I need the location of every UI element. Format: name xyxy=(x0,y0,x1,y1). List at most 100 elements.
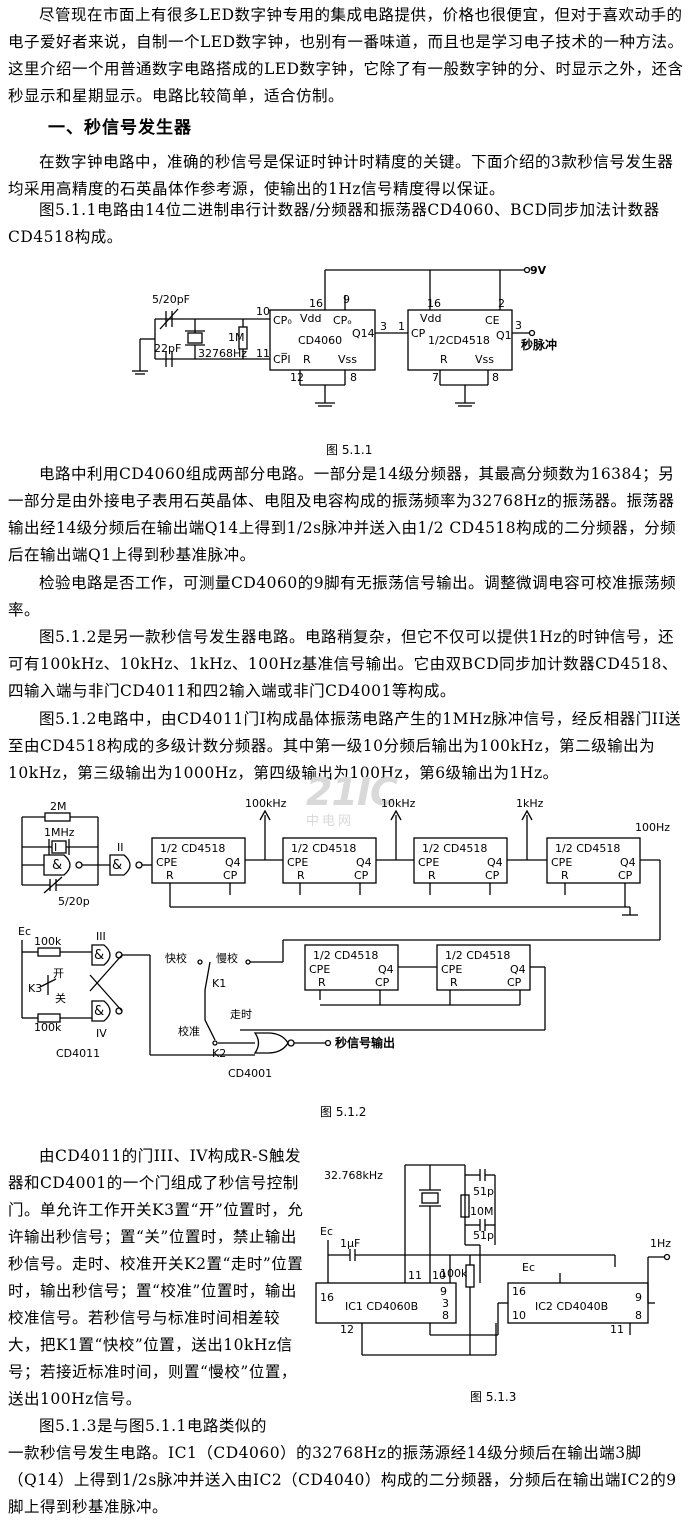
fig2-r-a: R xyxy=(166,869,174,882)
fig1-pin-11: 11 xyxy=(256,347,270,360)
fig2-cp-e: CP xyxy=(375,976,390,989)
fig1-cap2-label: 22pF xyxy=(154,342,181,355)
fig1-ic1-cpi: CP̅I xyxy=(273,353,291,366)
fig3-r10m: 10M xyxy=(470,1205,494,1218)
fig1-pin-12: 12 xyxy=(290,371,304,384)
fig1-res-label: 1M xyxy=(228,331,245,344)
fig2-cal: 校准 xyxy=(178,1024,200,1038)
fig3-pin-a3: 3 xyxy=(442,1297,449,1310)
fig1-ic2-q1: Q1 xyxy=(496,329,512,342)
fig2-on: 开 xyxy=(53,967,64,980)
paragraph-7: 由CD4011的门III、IV构成R-S触发器和CD4001的一个门组成了秒信号… xyxy=(8,1147,304,1408)
fig2-amp2: & xyxy=(112,858,122,873)
fig2-fast: 快校 xyxy=(165,951,187,965)
fig1-ic1-cpo: CPₒ xyxy=(333,314,352,327)
fig2-q4-c: Q4 xyxy=(487,856,503,869)
fig1-ic1-name: CD4060 xyxy=(298,334,342,347)
fig2-ec: Ec xyxy=(18,925,31,938)
fig3-pin-a16: 16 xyxy=(320,1291,334,1304)
paragraph-9: 一款秒信号发生电路。IC1（CD4060）的32768Hz的振荡源经14级分频后… xyxy=(8,1444,677,1516)
paragraph-5: 图5.1.2是另一款秒信号发生器电路。电路稍复杂，但它不仅可以提供1Hz的时钟信… xyxy=(8,628,678,700)
fig2-cd4001: CD4001 xyxy=(228,1067,272,1080)
fig2-q4-a: Q4 xyxy=(225,856,241,869)
fig2-r2m: 2M xyxy=(50,800,67,813)
fig2-ce-e: CPE xyxy=(309,963,330,976)
fig3-pin-b11: 11 xyxy=(610,1323,624,1336)
fig3-pin-a9: 9 xyxy=(440,1285,447,1298)
fig2-slow: 慢校 xyxy=(216,951,238,965)
fig2-ce-d: CPE xyxy=(551,856,572,869)
fig2-q4-f: Q4 xyxy=(510,963,526,976)
fig2-gate1: I xyxy=(54,841,57,854)
watermark-logo: 21IC xyxy=(306,770,398,814)
fig2-ic-d: 1/2 CD4518 xyxy=(555,842,620,855)
fig3-c51b: 51p xyxy=(473,1229,494,1242)
fig2-ic-a: 1/2 CD4518 xyxy=(160,842,225,855)
fig2-cp-d: CP xyxy=(618,869,633,882)
fig2-k1: K1 xyxy=(212,977,226,990)
fig1-output-label: 秒脉冲 xyxy=(521,337,557,352)
paragraph-8: 图5.1.3是与图5.1.1电路类似的 xyxy=(39,1417,267,1435)
fig2-gate2: II xyxy=(117,841,124,854)
fig2-f1k: 1kHz xyxy=(516,797,544,810)
fig1-ic1-vss: Vss xyxy=(338,353,357,366)
fig2-cd4011: CD4011 xyxy=(56,1047,100,1060)
fig2-f10k: 10kHz xyxy=(381,797,416,810)
fig3-pin-b10: 10 xyxy=(512,1309,526,1322)
fig3-pin-b16: 16 xyxy=(512,1285,526,1298)
fig2-off: 关 xyxy=(55,991,66,1005)
fig2-r-d: R xyxy=(561,869,569,882)
paragraph-3: 电路中利用CD4060组成两部分电路。一部分是14级分频器，其最高分频数为163… xyxy=(8,465,677,564)
fig1-ic1-q14: Q14 xyxy=(352,327,375,340)
fig2-q4-d: Q4 xyxy=(620,856,636,869)
watermark-sub: 中电网 xyxy=(306,814,355,829)
fig2-r100k-a: 100k xyxy=(34,935,62,948)
section-title: 一、秒信号发生器 xyxy=(48,118,192,138)
paragraph-1: 在数字钟电路中，准确的秒信号是保证时钟计时精度的关键。下面介绍的3款秒信号发生器… xyxy=(8,153,674,198)
fig2-ic-f: 1/2 CD4518 xyxy=(445,949,510,962)
fig3-xtal: 32.768kHz xyxy=(324,1169,383,1182)
fig2-ce-a: CPE xyxy=(156,856,177,869)
fig1-pin-8a: 8 xyxy=(350,371,357,384)
fig1-pin-1: 1 xyxy=(398,320,405,333)
fig2-r-b: R xyxy=(297,869,305,882)
fig1-ic2-name: 1/2CD4518 xyxy=(428,334,490,347)
paragraph-4: 检验电路是否工作，可测量CD4060的9脚有无振荡信号输出。调整微调电容可校准振… xyxy=(8,574,677,619)
paragraph-2: 图5.1.1电路由14位二进制串行计数器/分频器和振荡器CD4060、BCD同步… xyxy=(8,201,660,246)
fig3-out: 1Hz xyxy=(650,1237,671,1250)
fig1-pin-8b: 8 xyxy=(492,371,499,384)
fig1-cap1-label: 5/20pF xyxy=(152,293,190,306)
fig2-f100: 100Hz xyxy=(635,821,670,834)
fig2-cp-c: CP xyxy=(485,869,500,882)
fig1-pin-16b: 16 xyxy=(427,297,441,310)
fig3-ec2: Ec xyxy=(522,1261,535,1274)
fig1-pin-2: 2 xyxy=(498,297,505,310)
fig3-ec1: Ec xyxy=(320,1225,333,1238)
fig1-ic2-cp: CP xyxy=(411,327,426,340)
fig2-output: 秒信号输出 xyxy=(335,1035,395,1050)
fig2-gate3: III xyxy=(96,930,106,943)
fig2-k2: K2 xyxy=(212,1047,226,1060)
fig1-pin-9: 9 xyxy=(343,293,350,306)
fig2-gate4: IV xyxy=(96,1027,107,1040)
fig2-r-c: R xyxy=(428,869,436,882)
fig2-cp-b: CP xyxy=(354,869,369,882)
fig2-r-f: R xyxy=(450,976,458,989)
paragraph-6: 图5.1.2电路中，由CD4011门I构成晶体振荡电路产生的1MHz脉冲信号，经… xyxy=(8,710,681,782)
fig3-c51a: 51p xyxy=(473,1185,494,1198)
fig2-x1m: 1MHz xyxy=(44,826,75,839)
fig2-r100k-b: 100k xyxy=(34,1021,62,1034)
fig1-pin-3b: 3 xyxy=(515,319,522,332)
fig3-r100k: 100k xyxy=(440,1267,468,1280)
fig2-ce-f: CPE xyxy=(441,963,462,976)
fig2-amp4: & xyxy=(94,1004,104,1019)
fig2-run: 走时 xyxy=(230,1008,252,1021)
fig2-cp-a: CP xyxy=(223,869,238,882)
fig1-ic1-vdd: Vdd xyxy=(300,312,322,325)
fig2-r-e: R xyxy=(318,976,326,989)
fig2-q4-b: Q4 xyxy=(356,856,372,869)
fig1-ic2-vdd: Vdd xyxy=(420,312,442,325)
fig1-crystal-label: 32768Hz xyxy=(198,347,247,360)
fig1-pin-10: 10 xyxy=(256,305,270,318)
fig3-pin-b8: 8 xyxy=(635,1309,642,1322)
